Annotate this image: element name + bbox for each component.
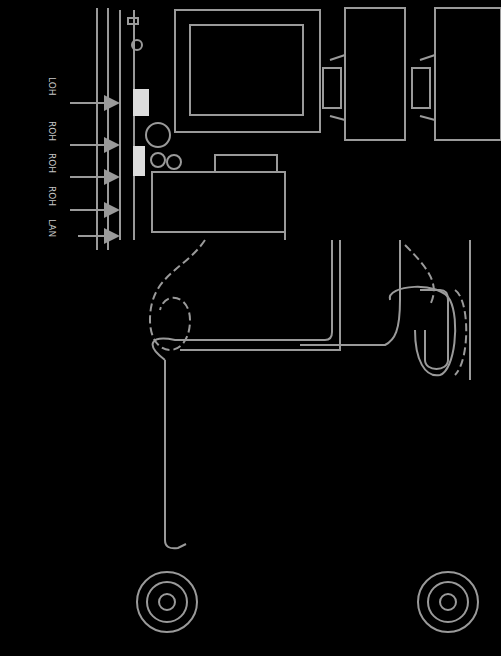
port-label: ROH	[47, 120, 57, 142]
port-label: LAN	[47, 218, 57, 238]
port-label: LOH	[47, 76, 57, 97]
port-label: ROH	[47, 152, 57, 174]
port-label: ROH	[47, 185, 57, 207]
